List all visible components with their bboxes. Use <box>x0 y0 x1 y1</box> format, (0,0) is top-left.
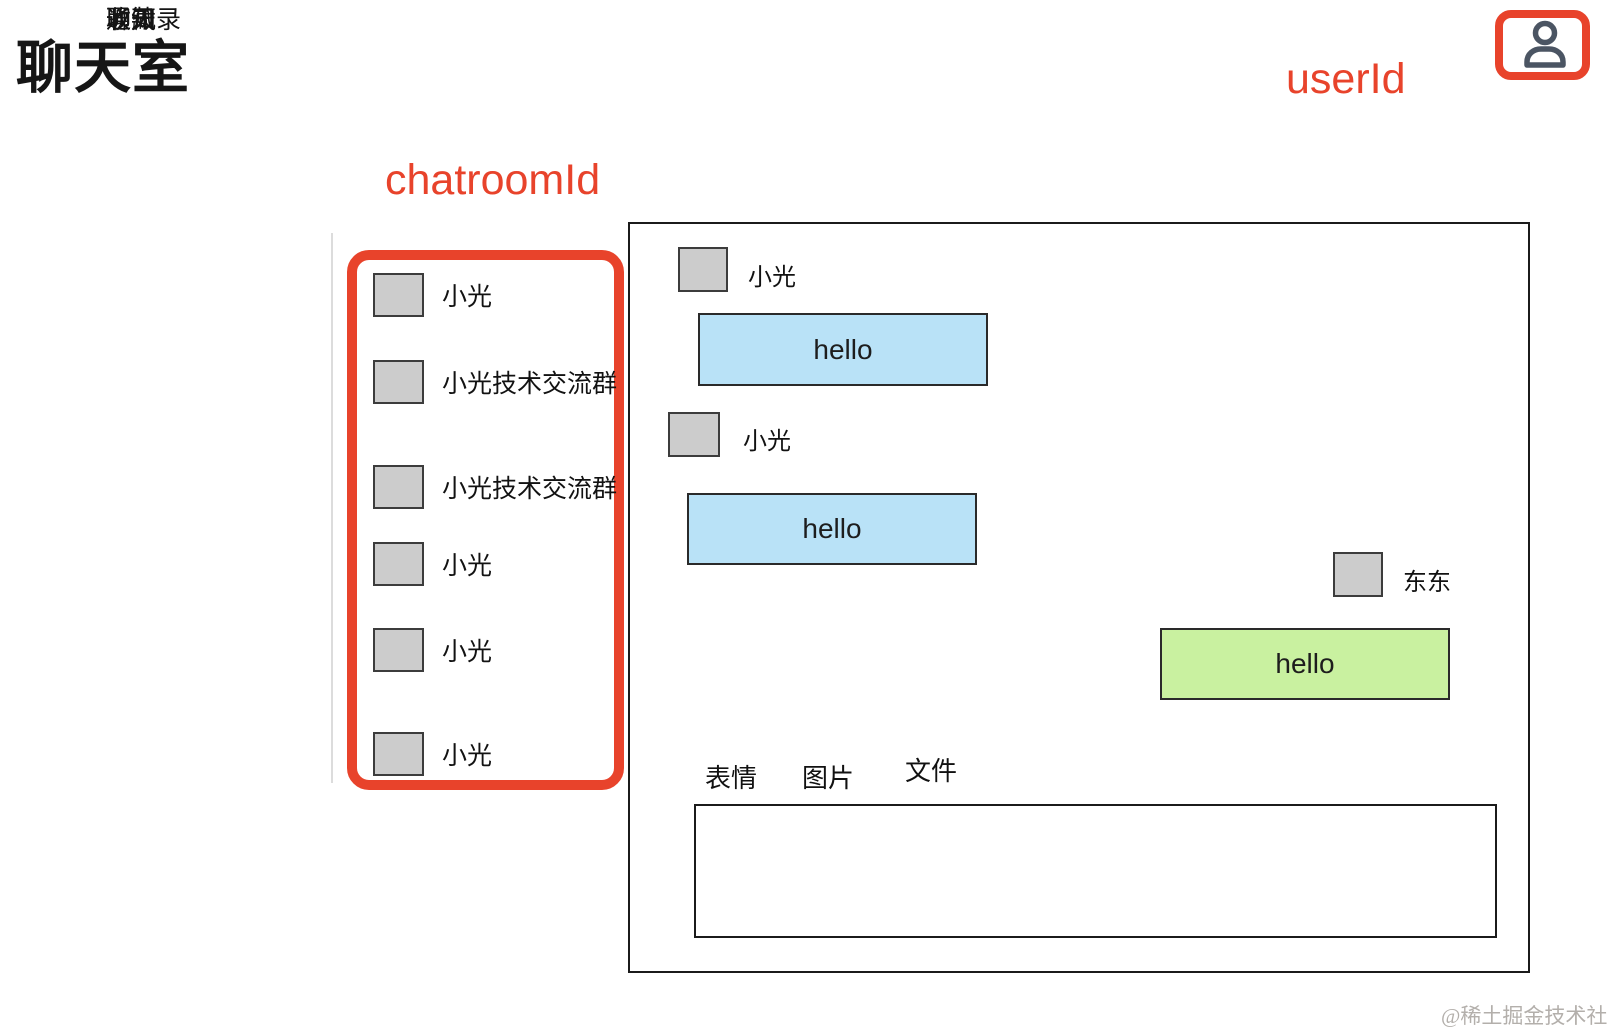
emoji-button[interactable]: 表情 <box>705 763 758 793</box>
avatar <box>373 465 424 509</box>
avatar <box>668 412 720 457</box>
chat-panel: 小光 hello 小光 hello 东东 hello 表情 图片 文件 <box>628 222 1530 973</box>
chat-list-item[interactable]: 小光 <box>373 542 492 586</box>
sidebar-item-notifications[interactable]: 通知 <box>106 6 157 34</box>
chat-list-item[interactable]: 小光技术交流群 <box>373 465 617 509</box>
chat-list-item-name: 小光 <box>442 283 493 311</box>
chat-list-item[interactable]: 小光 <box>373 273 492 317</box>
message-bubble: hello <box>687 493 977 565</box>
avatar <box>373 628 424 672</box>
sidebar-divider <box>331 233 333 783</box>
avatar <box>373 542 424 586</box>
person-icon <box>1514 20 1572 70</box>
chat-list-item[interactable]: 小光 <box>373 732 492 776</box>
chat-list-item-name: 小光技术交流群 <box>442 370 618 398</box>
chat-list-item-name: 小光 <box>442 742 493 770</box>
image-button[interactable]: 图片 <box>802 763 855 793</box>
message-sender: 小光 <box>743 428 791 455</box>
avatar <box>373 273 424 317</box>
chatroomid-annotation-label: chatroomId <box>385 156 601 204</box>
message-input[interactable] <box>694 804 1497 938</box>
file-button[interactable]: 文件 <box>905 756 958 786</box>
sidebar-item-chat[interactable]: 聊天 <box>106 6 157 34</box>
chat-list-item-name: 小光 <box>442 638 493 666</box>
message-bubble: hello <box>1160 628 1450 700</box>
avatar <box>678 247 728 292</box>
chat-list-item[interactable]: 小光技术交流群 <box>373 360 617 404</box>
avatar <box>373 360 424 404</box>
avatar <box>1333 552 1383 597</box>
user-profile-button[interactable] <box>1495 10 1590 80</box>
watermark: @稀土掘金技术社区 <box>1441 1004 1608 1028</box>
chat-list-item-name: 小光技术交流群 <box>442 475 618 503</box>
message-sender: 小光 <box>748 264 796 291</box>
sidebar-item-favorites[interactable]: 收藏 <box>106 6 157 34</box>
sidebar-item-contacts[interactable]: 通讯录 <box>106 6 182 34</box>
userid-annotation-label: userId <box>1286 55 1406 103</box>
page-title: 聊天室 <box>16 36 190 100</box>
chat-list-item-name: 小光 <box>442 552 493 580</box>
chat-list-item[interactable]: 小光 <box>373 628 492 672</box>
message-bubble: hello <box>698 313 988 386</box>
message-sender: 东东 <box>1403 569 1451 596</box>
chat-list: 小光 小光技术交流群 小光技术交流群 小光 小光 小光 <box>347 250 624 790</box>
avatar <box>373 732 424 776</box>
